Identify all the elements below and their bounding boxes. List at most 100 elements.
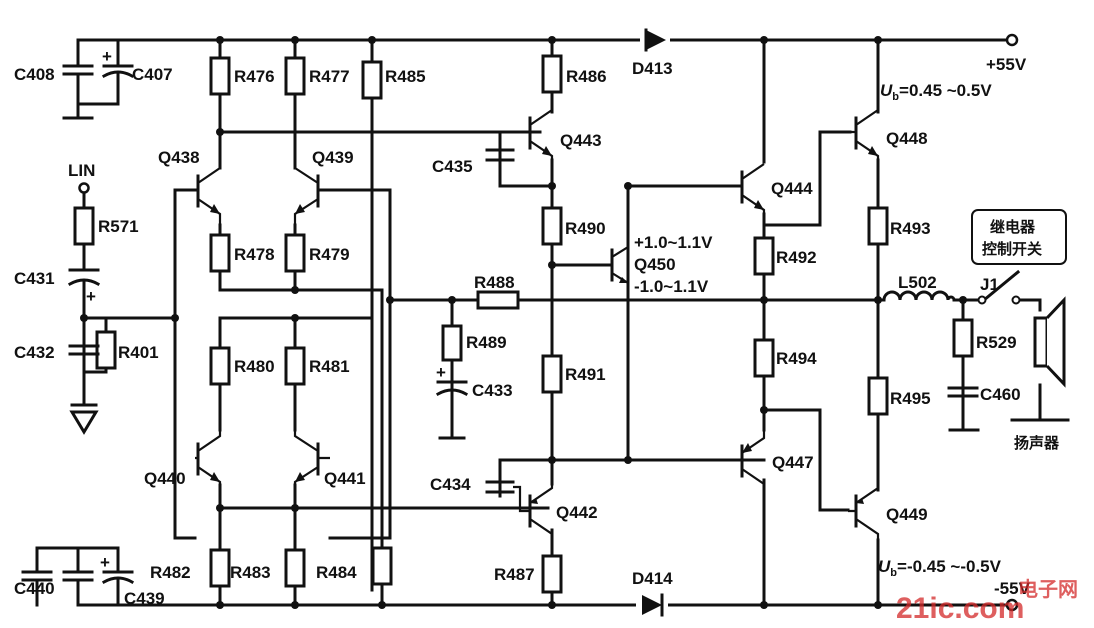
label-v-q450-bot: -1.0~1.1V <box>634 277 709 296</box>
transistor-q440 <box>195 430 222 488</box>
label-v-q450-top: +1.0~1.1V <box>634 233 713 252</box>
label-q441: Q441 <box>324 469 366 488</box>
plus-mark-c439: + <box>100 553 110 572</box>
relay-label-box <box>971 209 1067 265</box>
label-q443: Q443 <box>560 131 602 150</box>
label-r529: R529 <box>976 333 1017 352</box>
plus-mark-c431: + <box>86 287 96 306</box>
label-c408: C408 <box>14 65 55 84</box>
label-q442: Q442 <box>556 503 598 522</box>
label-q438: Q438 <box>158 148 200 167</box>
watermark: 21ic.com 电子网 <box>896 577 1078 625</box>
label-ub-negative: Ub=-0.45 ~-0.5V <box>878 557 1002 579</box>
label-c439: C439 <box>124 589 165 608</box>
label-r480: R480 <box>234 357 275 376</box>
resistor-r488 <box>476 290 520 310</box>
label-r495: R495 <box>890 389 931 408</box>
resistor-r401 <box>95 330 117 370</box>
label-c431: C431 <box>14 269 55 288</box>
label-c435: C435 <box>432 157 473 176</box>
label-r485: R485 <box>385 67 426 86</box>
inductor-l502 <box>882 290 956 302</box>
resistor-r477 <box>284 56 306 96</box>
transistor-q449 <box>848 484 880 540</box>
capacitor-c431 <box>67 268 101 287</box>
diode-d413 <box>640 28 670 52</box>
label-r493: R493 <box>890 219 931 238</box>
transistor-q447 <box>740 430 766 490</box>
diode-d414 <box>636 593 668 617</box>
label-relay-line1: 继电器 <box>990 218 1036 236</box>
resistor-r480 <box>209 346 231 386</box>
capacitor-c460 <box>947 354 979 432</box>
label-r489: R489 <box>466 333 507 352</box>
label-supply-pos: +55V <box>986 55 1027 74</box>
label-j1: J1 <box>980 275 999 294</box>
label-c460: C460 <box>980 385 1021 404</box>
resistor-r493 <box>867 206 889 246</box>
terminal-supply-pos <box>1005 33 1019 47</box>
transistor-q448 <box>850 109 880 162</box>
resistor-r529 <box>952 318 974 358</box>
label-c407: C407 <box>132 65 173 84</box>
label-r481: R481 <box>309 357 350 376</box>
capacitor-c440 <box>21 570 53 582</box>
label-r484: R484 <box>316 563 357 582</box>
resistor-r494 <box>753 338 775 378</box>
resistor-r478 <box>209 233 231 273</box>
label-q439: Q439 <box>312 148 354 167</box>
label-r486: R486 <box>566 67 607 86</box>
label-d413: D413 <box>632 59 673 78</box>
label-c432: C432 <box>14 343 55 362</box>
label-q444: Q444 <box>771 179 813 198</box>
resistors <box>73 54 974 594</box>
transistor-q443 <box>525 109 554 162</box>
label-r488: R488 <box>474 273 515 292</box>
label-l502: L502 <box>898 273 937 292</box>
label-q449: Q449 <box>886 505 928 524</box>
capacitor-c408 <box>62 64 94 76</box>
label-r487: R487 <box>494 565 535 584</box>
resistor-r483 <box>284 548 306 588</box>
speaker-icon <box>1033 296 1066 388</box>
resistor-r486 <box>541 54 563 94</box>
resistor-r489 <box>441 324 463 362</box>
capacitor-c439-a <box>62 570 94 582</box>
label-speaker: 扬声器 <box>1014 434 1060 452</box>
svg-text:Ub=0.45 ~0.5V: Ub=0.45 ~0.5V <box>880 81 992 103</box>
resistor-r485 <box>361 60 383 100</box>
label-q447: Q447 <box>772 453 814 472</box>
label-r479: R479 <box>309 245 350 264</box>
resistor-r491 <box>541 354 563 394</box>
svg-text:Ub=-0.45 ~-0.5V: Ub=-0.45 ~-0.5V <box>878 557 1002 579</box>
label-r492: R492 <box>776 248 817 267</box>
capacitor-c439 <box>101 570 135 585</box>
diodes <box>636 28 670 617</box>
label-r478: R478 <box>234 245 275 264</box>
transistor-q438 <box>175 167 222 225</box>
plus-mark-c433: + <box>436 363 446 382</box>
label-c433: C433 <box>472 381 513 400</box>
transistor-q439 <box>293 167 330 225</box>
label-r490: R490 <box>565 219 606 238</box>
resistor-r492 <box>753 236 775 276</box>
resistor-r484 <box>371 546 393 586</box>
resistor-r482 <box>209 548 231 588</box>
transistor-q442 <box>513 484 554 540</box>
terminals <box>78 33 1019 612</box>
transistor-q444 <box>740 163 766 216</box>
capacitor-c433 <box>435 358 469 422</box>
junction-dots <box>80 36 967 609</box>
label-r491: R491 <box>565 365 606 384</box>
terminal-supply-neg <box>1005 598 1019 612</box>
label-r401: R401 <box>118 343 159 362</box>
transistor-q450 <box>610 186 630 460</box>
resistor-r487 <box>541 554 563 594</box>
label-r482: R482 <box>150 563 191 582</box>
watermark-brand: 21ic.com <box>896 592 1024 625</box>
resistor-r479 <box>284 233 306 273</box>
capacitors <box>21 64 979 585</box>
labels: C408 C407 + R476 R477 R485 R486 D413 +55… <box>14 47 1060 608</box>
label-q448: Q448 <box>886 129 928 148</box>
terminal-lin <box>78 182 90 194</box>
